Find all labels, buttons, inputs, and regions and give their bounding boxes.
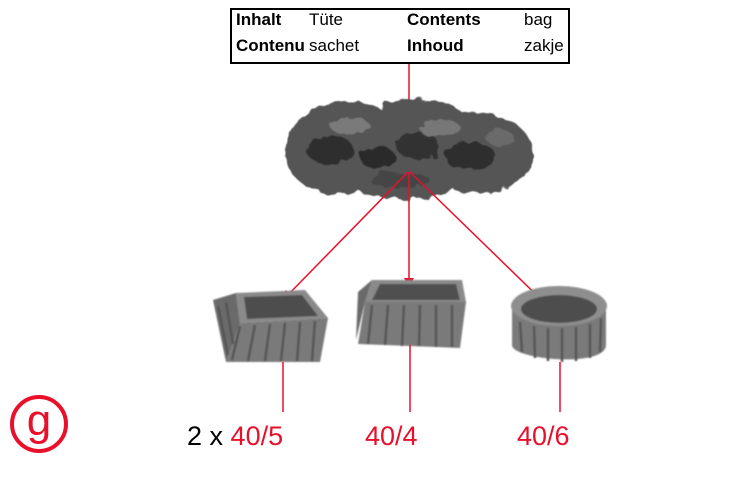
square-planter-quantity: 2 x 40/5 (187, 420, 283, 452)
round-planter-image (511, 286, 607, 362)
label-contenu: Contenu (236, 36, 305, 55)
panel-letter: g (26, 396, 52, 445)
label-bag: bag (524, 10, 553, 29)
rectangular-planter-quantity: 40/4 (365, 420, 418, 452)
panel-letter-badge: g (10, 395, 68, 453)
label-inhalt: Inhalt (236, 10, 282, 29)
arrow-to-round-planter (409, 171, 556, 314)
square-planter-multiplier: 2 x (187, 421, 224, 451)
round-planter-quantity: 40/6 (517, 420, 570, 452)
square-planter-image (213, 290, 328, 362)
label-sachet: sachet (309, 36, 360, 55)
parts-bag-image (285, 99, 535, 200)
arrow-to-square-planter (282, 171, 409, 301)
contents-label-box: Inhalt Tüte Contents bag Contenu sachet … (230, 8, 570, 64)
round-planter-code: 40/6 (517, 421, 570, 451)
rectangular-planter-image (356, 280, 466, 348)
square-planter-code: 40/5 (230, 421, 284, 451)
label-tuete: Tüte (309, 10, 344, 29)
label-zakje: zakje (524, 36, 564, 55)
label-inhoud: Inhoud (407, 36, 464, 55)
rectangular-planter-code: 40/4 (365, 421, 418, 451)
label-contents: Contents (407, 10, 481, 29)
